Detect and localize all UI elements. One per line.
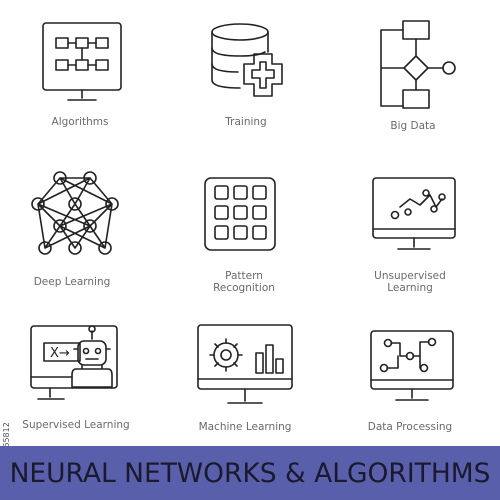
label-big-data: Big Data [390, 120, 436, 132]
title-banner [0, 446, 500, 500]
algorithm-flow-monitor-icon [40, 20, 130, 109]
robot-teacher-icon: X→ [28, 323, 123, 417]
label-supervised-learning: Supervised Learning [22, 419, 130, 431]
circuit-monitor-icon [368, 328, 458, 417]
label-machine-learning: Machine Learning [198, 421, 292, 433]
flowchart-icon [373, 18, 468, 112]
svg-text:X→: X→ [50, 346, 70, 361]
neural-network-icon [30, 170, 125, 264]
scatter-monitor-icon [370, 175, 460, 264]
label-deep-learning: Deep Learning [33, 276, 111, 288]
label-training: Training [225, 116, 267, 128]
banner-title: NEURAL NETWORKS & ALGORITHMS [9, 458, 491, 489]
label-algorithms: Algorithms [51, 116, 109, 128]
label-unsupervised-learning: Unsupervised Learning [374, 270, 446, 294]
gear-chart-monitor-icon [196, 323, 296, 417]
label-data-processing: Data Processing [367, 421, 453, 433]
database-plus-icon [210, 22, 290, 111]
grid-pattern-icon [203, 176, 283, 260]
label-pattern-recognition: Pattern Recognition [213, 270, 275, 294]
